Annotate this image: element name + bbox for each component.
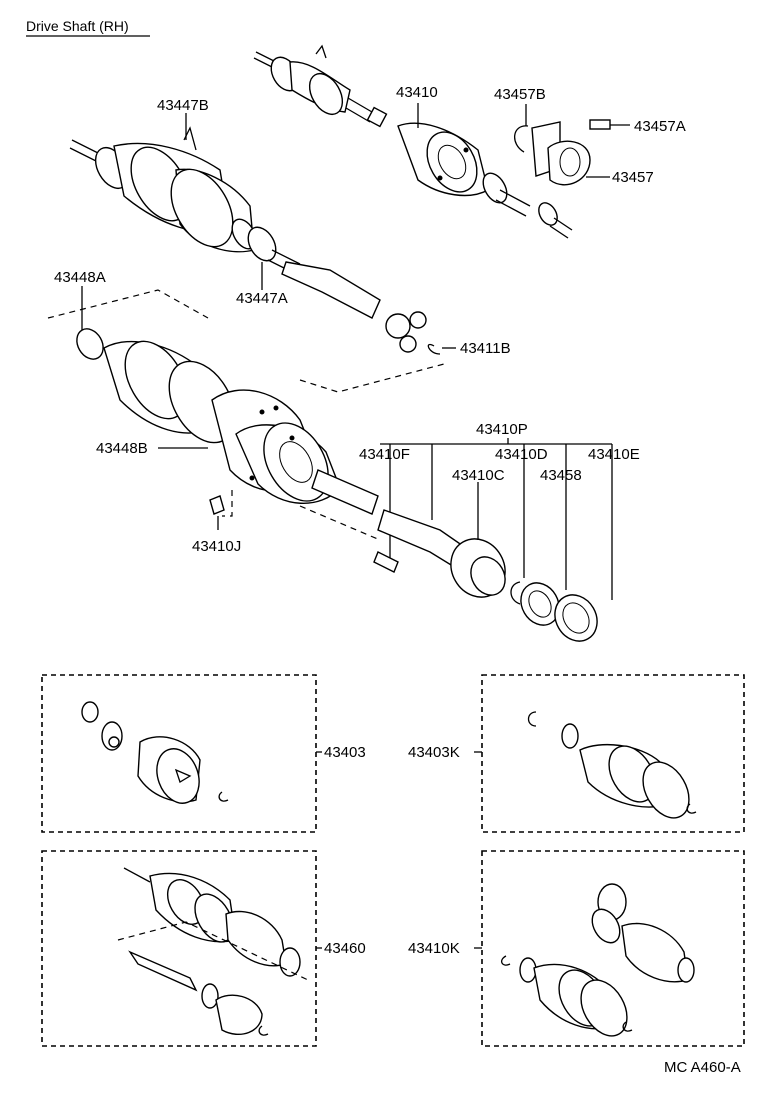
dashed-outline-left: [47, 289, 209, 319]
drive-shaft-assembly-43410: 43410: [253, 44, 573, 239]
label-43447A: 43447A: [236, 290, 288, 307]
label-43410E: 43410E: [588, 446, 640, 463]
kit-box-43403-frame: [41, 674, 317, 833]
label-43410P: 43410P: [476, 421, 528, 438]
label-43448A: 43448A: [54, 269, 106, 286]
label-43447B: 43447B: [157, 97, 209, 114]
kit-box-43460: 43460: [41, 850, 366, 1047]
kit-box-43403: 43403: [41, 674, 366, 833]
bolt-43410F: [373, 551, 399, 573]
nut-43410J: [209, 495, 225, 515]
clamp-43448A: [76, 328, 104, 360]
tripod-joint: [385, 313, 411, 339]
kit-box-43410K-frame: [481, 850, 745, 1047]
kit-box-43403K-frame: [481, 674, 745, 833]
inner-joint-assembly: 43448A 43448B 43410J: [54, 269, 381, 555]
dashed-outline-right: [299, 363, 445, 393]
label-43458: 43458: [540, 467, 582, 484]
bolt-43457A: [589, 119, 611, 130]
label-43448B: 43448B: [96, 440, 148, 457]
bearing-kit-43410P: 43410P 43410F 43410D 43410E 43410C 43458: [359, 421, 640, 642]
label-43457B: 43457B: [494, 86, 546, 103]
clamp-43447A: [247, 226, 277, 262]
label-43410F: 43410F: [359, 446, 410, 463]
label-43403K: 43403K: [408, 744, 460, 761]
diagram-title: Drive Shaft (RH): [26, 18, 129, 34]
kit-box-43410K: 43410K: [408, 850, 745, 1047]
snap-ring-43411B: [427, 343, 441, 355]
ring-43410D: [510, 581, 521, 605]
label-43410J: 43410J: [192, 538, 241, 555]
label-43403: 43403: [324, 744, 366, 761]
drive-shaft-bar: [281, 261, 381, 319]
bracket-bearing-43457: [547, 140, 591, 186]
label-43460: 43460: [324, 940, 366, 957]
boot-clamp: [315, 44, 327, 59]
label-43410D: 43410D: [495, 446, 548, 463]
outer-spline-stub-2: [71, 139, 101, 155]
outer-boot-shaft-assembly: 43411B 43447B 43447A: [69, 97, 511, 357]
inner-stub-shaft: [311, 469, 379, 515]
snap-ring-43457B: [514, 125, 529, 153]
label-43457A: 43457A: [634, 118, 686, 135]
bracket-group-43457: 43457B 43457A 43457: [494, 86, 686, 186]
label-43410: 43410: [396, 84, 438, 101]
shaft-bar: [347, 97, 373, 113]
footer-code: MC A460-A: [664, 1059, 741, 1076]
label-43410C: 43410C: [452, 467, 505, 484]
label-43410K: 43410K: [408, 940, 460, 957]
kit-box-43403K: 43403K: [408, 674, 745, 833]
label-43457: 43457: [612, 169, 654, 186]
diagram-title-group: Drive Shaft (RH): [26, 18, 150, 37]
label-43411B: 43411B: [460, 340, 511, 357]
